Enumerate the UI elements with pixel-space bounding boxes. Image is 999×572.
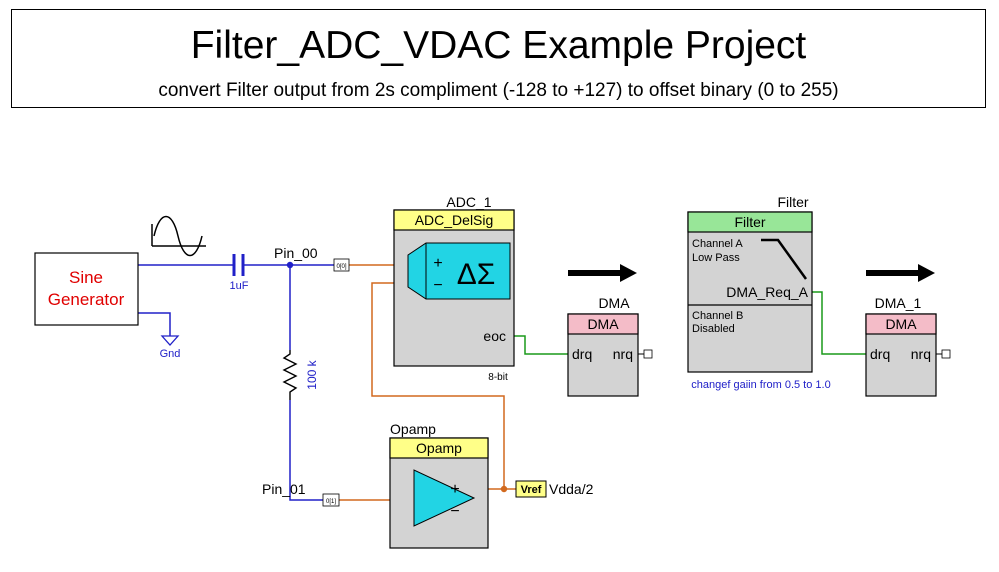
gnd-label: Gnd xyxy=(160,348,181,360)
wire-gen-to-gnd xyxy=(138,312,171,336)
capacitor-label: 1uF xyxy=(230,280,249,292)
sine-wave-icon xyxy=(151,215,206,257)
opamp-header: Opamp xyxy=(416,440,462,456)
vref-tag-text: Vref xyxy=(521,484,542,496)
dma-1-instance-name: DMA_1 xyxy=(875,295,922,311)
capacitor-icon[interactable] xyxy=(232,254,245,276)
filter-channel-b-1: Channel B xyxy=(692,310,743,322)
filter-header: Filter xyxy=(734,214,765,230)
pin-00-tag: 0[0] xyxy=(336,264,346,270)
pin-01-terminal[interactable] xyxy=(322,493,340,507)
opamp-minus: − xyxy=(450,503,459,520)
filter-block[interactable] xyxy=(687,211,813,373)
pin-01-name: Pin_01 xyxy=(262,481,306,497)
adc-delta-sigma: ΔΣ xyxy=(457,258,496,291)
resistor-icon[interactable] xyxy=(282,350,298,400)
filter-channel-b-2: Disabled xyxy=(692,323,735,335)
filter-channel-a-1: Channel A xyxy=(692,238,743,250)
filter-instance-name: Filter xyxy=(777,194,808,210)
dma-1-nrq: nrq xyxy=(911,346,931,362)
wire-eoc-to-dma xyxy=(513,335,568,355)
dma-1-block[interactable] xyxy=(865,313,937,397)
resistor-label: 100 k xyxy=(305,359,319,389)
junction-dot-pin00 xyxy=(286,261,294,269)
vref-label: Vdda/2 xyxy=(549,481,594,497)
vref-tag[interactable] xyxy=(515,480,547,498)
adc-resolution: 8-bit xyxy=(488,372,508,383)
adc-eoc: eoc xyxy=(483,328,506,344)
dma-nrq: nrq xyxy=(613,346,633,362)
opamp-plus: + xyxy=(450,481,459,498)
dma-header: DMA xyxy=(587,316,619,332)
sine-generator-label-1: Sine xyxy=(69,268,103,287)
dma-instance-name: DMA xyxy=(598,295,630,311)
filter-channel-a-2: Low Pass xyxy=(692,252,740,264)
dma-1-drq: drq xyxy=(870,346,890,362)
title-box: Filter_ADC_VDAC Example Project convert … xyxy=(11,9,986,108)
filter-dma-req: DMA_Req_A xyxy=(726,284,808,300)
page-subtitle: convert Filter output from 2s compliment… xyxy=(158,80,839,101)
filter-note: changef gaiin from 0.5 to 1.0 xyxy=(691,379,830,391)
adc-instance-name: ADC_1 xyxy=(446,194,491,210)
flow-arrow-2 xyxy=(866,264,935,282)
lowpass-response-icon xyxy=(761,238,808,280)
adc-minus: − xyxy=(433,277,442,294)
page-title: Filter_ADC_VDAC Example Project xyxy=(190,24,807,67)
sine-generator-block[interactable] xyxy=(34,252,139,326)
dma-1-header: DMA xyxy=(885,316,917,332)
wire-adc-minus-to-vref xyxy=(371,282,505,489)
delta-sigma-icon xyxy=(407,242,511,300)
ground-icon xyxy=(160,335,180,346)
pin-00-terminal[interactable] xyxy=(333,258,350,272)
dma-block[interactable] xyxy=(567,313,639,397)
pin-00-name: Pin_00 xyxy=(274,245,318,261)
pin-01-tag: 0[1] xyxy=(326,499,336,505)
dma-nrq-terminal[interactable] xyxy=(643,349,653,359)
adc-header: ADC_DelSig xyxy=(415,212,494,228)
dma-drq: drq xyxy=(572,346,592,362)
wire-resistor-to-pin01 xyxy=(289,400,323,501)
dma-1-nrq-terminal[interactable] xyxy=(941,349,951,359)
wire-filter-to-dma1 xyxy=(812,291,866,355)
flow-arrow-1 xyxy=(568,264,637,282)
adc-plus: + xyxy=(433,255,442,272)
opamp-triangle-icon xyxy=(413,469,476,527)
wires-green xyxy=(513,291,866,355)
sine-generator-label-2: Generator xyxy=(48,290,125,309)
junction-dot-vref xyxy=(500,485,508,493)
opamp-instance-name: Opamp xyxy=(390,421,436,437)
